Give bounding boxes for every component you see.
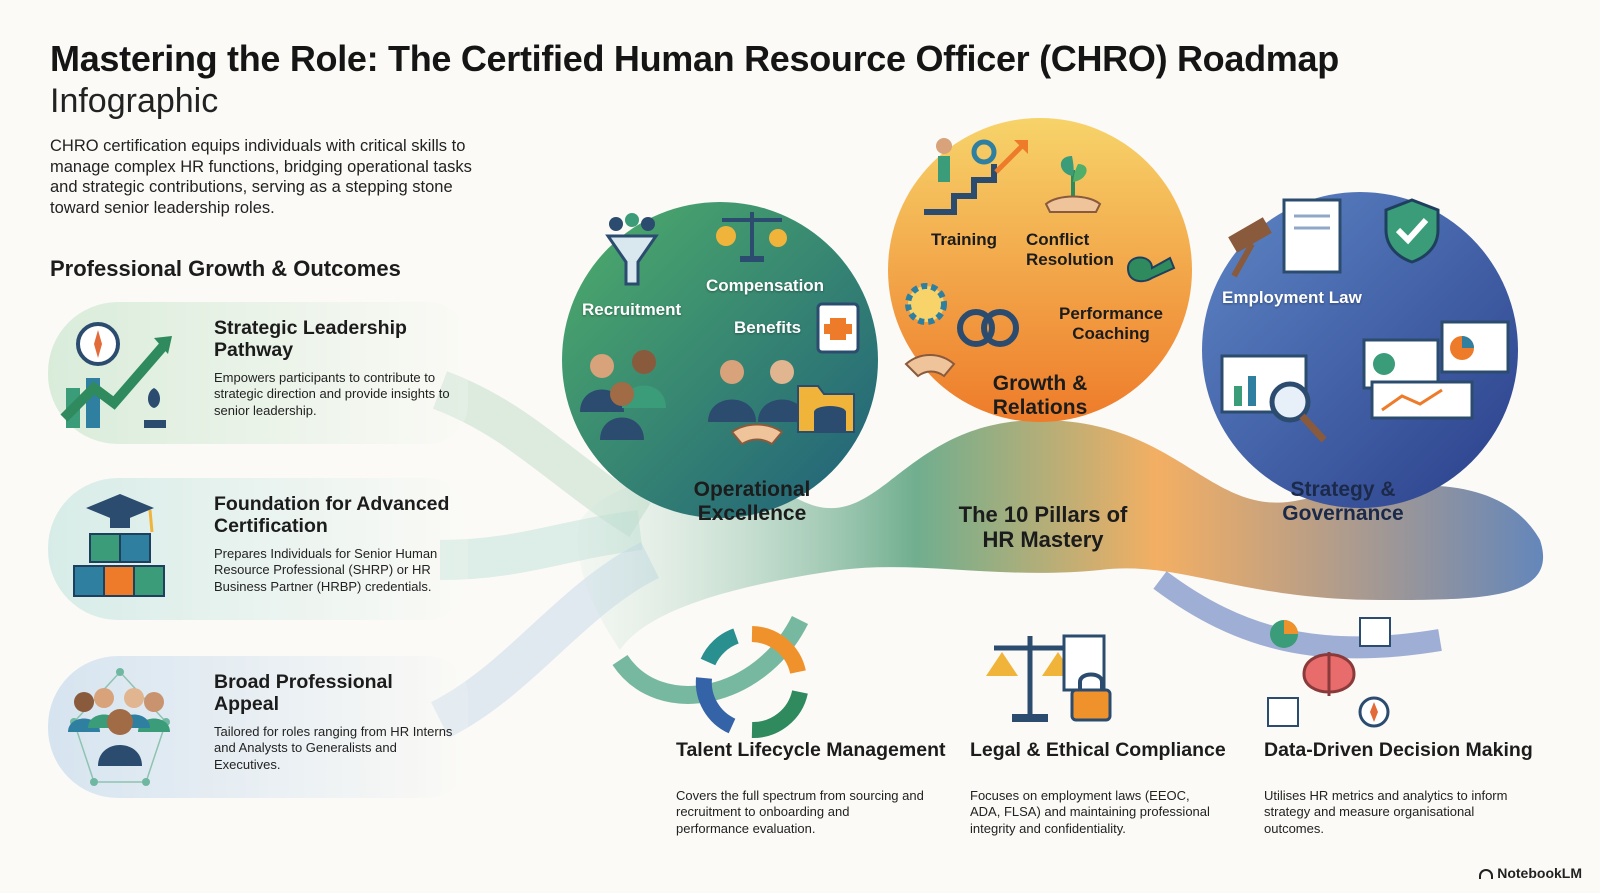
funnel-icon xyxy=(605,213,659,286)
balance-coins-icon xyxy=(716,212,787,262)
scales-lock-icon xyxy=(986,634,1112,722)
brand-label: NotebookLM xyxy=(1479,865,1582,881)
handshake-icon xyxy=(708,360,806,446)
analytics-magnifier-icon xyxy=(1220,354,1327,443)
gear-rings-handshake-icon xyxy=(904,283,1019,378)
pillars-center-title: The 10 Pillars of HR Mastery xyxy=(958,502,1128,553)
training-label: Training xyxy=(930,230,998,249)
outcome-desc: Empowers participants to contribute to s… xyxy=(214,370,450,418)
outcomes-section-title: Professional Growth & Outcomes xyxy=(50,256,401,281)
notebooklm-icon xyxy=(1479,869,1494,880)
recruitment-label: Recruitment xyxy=(582,300,682,319)
career-stairs-icon xyxy=(924,138,1028,215)
whistle-icon xyxy=(1126,256,1176,283)
dashboard-charts-icon xyxy=(1362,320,1510,420)
pillar-title: Data-Driven Decision Making xyxy=(1264,739,1533,761)
growth-bubble: Training Conflict Resolution Performance… xyxy=(888,118,1192,422)
operational-title: Operational Excellence xyxy=(693,478,811,526)
gavel-document-icon xyxy=(1228,198,1342,278)
outcome-title: Foundation for Advanced Certification xyxy=(214,493,450,537)
cycle-arrows-icon xyxy=(695,626,808,738)
outcome-desc: Prepares Individuals for Senior Human Re… xyxy=(214,546,438,594)
people-network-icon xyxy=(54,662,186,794)
leadership-growth-icon xyxy=(54,308,186,440)
graduation-blocks-icon xyxy=(54,484,186,616)
shield-check-icon xyxy=(1384,198,1440,264)
pillar-desc: Focuses on employment laws (EEOC, ADA, F… xyxy=(970,788,1210,836)
pillar-title: Talent Lifecycle Management xyxy=(676,739,946,761)
conflict-label: Conflict Resolution xyxy=(1026,230,1114,269)
page-subtitle: Infographic xyxy=(50,82,219,120)
plant-hand-icon xyxy=(1044,156,1102,213)
team-icon xyxy=(580,350,666,440)
page-title: Mastering the Role: The Certified Human … xyxy=(50,38,1339,79)
pillar-title: Legal & Ethical Compliance xyxy=(970,739,1226,761)
compensation-label: Compensation xyxy=(706,276,825,295)
strategy-bubble: Employment Law xyxy=(1202,192,1518,508)
outcome-desc: Tailored for roles ranging from HR Inter… xyxy=(214,724,453,772)
growth-title: Growth & Relations xyxy=(992,372,1088,420)
coaching-label: Performance Coaching xyxy=(1059,304,1163,343)
outcome-card-appeal: Broad Professional Appeal Tailored for r… xyxy=(48,656,468,798)
brand-text: NotebookLM xyxy=(1497,865,1582,881)
outcome-card-certification: Foundation for Advanced Certification Pr… xyxy=(48,478,468,620)
outcome-card-leadership: Strategic Leadership Pathway Empowers pa… xyxy=(48,302,468,444)
clipboard-plus-icon xyxy=(816,302,860,354)
brain-analytics-icon xyxy=(1267,617,1391,728)
pillar-desc: Covers the full spectrum from sourcing a… xyxy=(676,788,924,836)
operational-bubble: Recruitment Compensation Benefits xyxy=(562,202,878,518)
employment-law-label: Employment Law xyxy=(1222,288,1362,307)
outcome-title: Strategic Leadership Pathway xyxy=(214,317,407,361)
outcome-title: Broad Professional Appeal xyxy=(214,671,393,715)
folder-database-icon xyxy=(797,385,855,433)
benefits-label: Benefits xyxy=(734,318,802,337)
strategy-title: Strategy & Governance xyxy=(1282,478,1404,526)
pillar-desc: Utilises HR metrics and analytics to inf… xyxy=(1264,788,1508,836)
intro-text: CHRO certification equips individuals wi… xyxy=(50,137,472,217)
